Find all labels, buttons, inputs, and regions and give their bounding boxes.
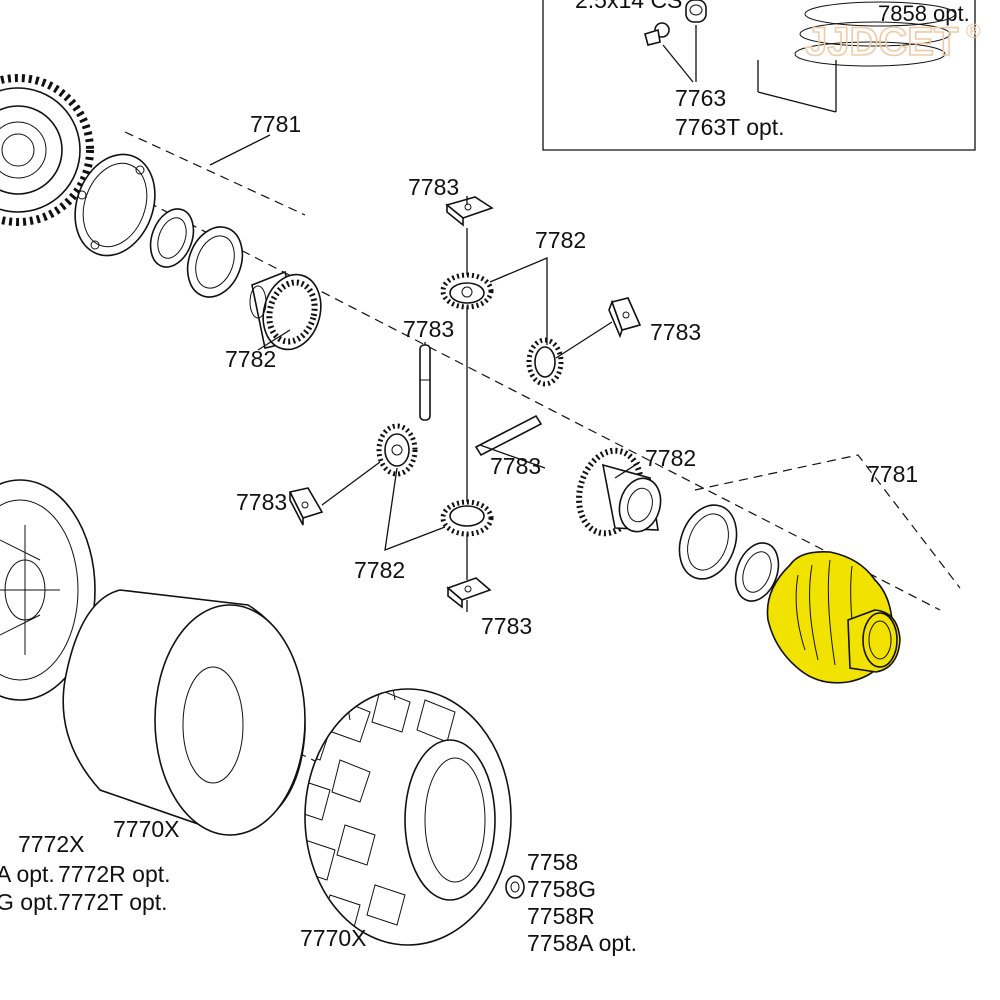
inset-detail-box: 2.5x14 CS 7858 opt. 7763 7763T opt. JJDC… bbox=[542, 0, 981, 151]
label-7858-opt: 7858 opt. bbox=[878, 1, 970, 26]
watermark: JJDCET ® bbox=[804, 19, 981, 65]
diff-washer-part bbox=[186, 226, 244, 298]
label-7782-left: 7782 bbox=[225, 346, 276, 372]
diff-seal-part bbox=[149, 208, 195, 268]
diff-gasket-part bbox=[74, 153, 156, 257]
label-7772x: 7772X bbox=[18, 831, 85, 857]
label-7783-right: 7783 bbox=[650, 319, 701, 345]
label-7770x-tire: 7770X bbox=[300, 925, 367, 951]
label-7782-top: 7782 bbox=[535, 227, 586, 253]
label-7772g-partial: G opt. bbox=[0, 889, 59, 915]
wheel-nut-part bbox=[505, 875, 525, 899]
label-7783-left: 7783 bbox=[236, 489, 287, 515]
right-seal-part bbox=[734, 542, 780, 602]
label-7763: 7763 bbox=[675, 85, 726, 111]
pad-top bbox=[445, 196, 494, 227]
pad-bottom bbox=[446, 577, 492, 609]
label-7770x-foam: 7770X bbox=[113, 816, 180, 842]
label-7772r: 7772R opt. bbox=[58, 861, 171, 887]
label-7782-bottom: 7782 bbox=[354, 557, 405, 583]
diff-housing-highlighted bbox=[766, 550, 901, 684]
screw-label-partial: 2.5x14 CS bbox=[575, 0, 682, 13]
spider-gear-left bbox=[376, 423, 418, 477]
label-7758r: 7758R bbox=[527, 903, 595, 929]
label-7781-right: 7781 bbox=[867, 461, 918, 487]
pad-left bbox=[288, 487, 324, 526]
label-7772t: 7772T opt. bbox=[58, 889, 168, 915]
ring-gear-part bbox=[0, 74, 94, 226]
leader-lines bbox=[209, 134, 641, 612]
label-7758g: 7758G bbox=[527, 876, 596, 902]
svg-text:JJDCET: JJDCET bbox=[805, 20, 958, 64]
label-7772a-partial: A opt. bbox=[0, 861, 55, 887]
tire-part bbox=[304, 688, 512, 946]
spider-gear-bottom bbox=[440, 499, 494, 537]
label-7783-bottom: 7783 bbox=[481, 613, 532, 639]
label-7781-top: 7781 bbox=[250, 111, 301, 137]
svg-text:®: ® bbox=[966, 21, 981, 43]
label-7782-right: 7782 bbox=[645, 445, 696, 471]
wheel-part bbox=[0, 479, 96, 701]
spider-gear-top bbox=[440, 272, 494, 310]
label-7783-diag-pin: 7783 bbox=[490, 453, 541, 479]
part-labels: 7781 7783 7782 7783 7783 7782 7783 7783 … bbox=[0, 111, 918, 956]
right-washer-part bbox=[678, 504, 738, 580]
spring-part bbox=[757, 1, 956, 113]
cross-pin-diagonal bbox=[474, 414, 543, 457]
label-7763t: 7763T opt. bbox=[675, 114, 785, 140]
rod-end-part bbox=[685, 0, 707, 23]
label-7783-top: 7783 bbox=[408, 174, 459, 200]
label-7758: 7758 bbox=[527, 849, 578, 875]
label-7758a: 7758A opt. bbox=[527, 930, 637, 956]
label-7783-pin: 7783 bbox=[403, 316, 454, 342]
spider-gear-right bbox=[526, 337, 564, 387]
pad-right bbox=[608, 297, 642, 339]
output-gear-part-left bbox=[249, 270, 322, 351]
cross-pin-vertical bbox=[419, 344, 431, 421]
foam-insert-part bbox=[62, 589, 306, 836]
pivot-ball-part bbox=[644, 22, 670, 46]
